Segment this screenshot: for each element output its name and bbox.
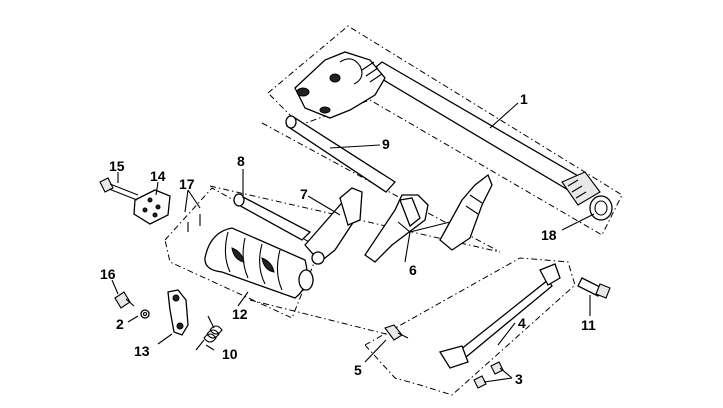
- part-1-gear-shift-shaft: [294, 51, 601, 206]
- part-9-fork-shaft: [285, 115, 396, 193]
- label-part-3: 3: [515, 371, 523, 387]
- part-17-pins: [187, 214, 201, 232]
- label-part-14: 14: [150, 168, 166, 184]
- label-part-13: 13: [134, 343, 150, 359]
- label-part-11: 11: [581, 317, 596, 333]
- leader-lines: [111, 102, 595, 383]
- label-part-8: 8: [237, 153, 245, 169]
- label-part-2: 2: [116, 316, 124, 332]
- part-6-shift-forks: [364, 173, 493, 263]
- part-4-gear-shift-pedal: [438, 263, 561, 369]
- part-18-oil-seal: [589, 195, 613, 221]
- label-part-6: 6: [409, 262, 417, 278]
- label-part-7: 7: [300, 186, 308, 202]
- label-part-12: 12: [232, 306, 248, 322]
- label-part-1: 1: [520, 91, 528, 107]
- part-16-bolt: [114, 291, 135, 309]
- stopper-axis: [249, 299, 391, 336]
- label-part-9: 9: [382, 136, 390, 152]
- part-8-short-shaft: [233, 193, 312, 241]
- part-3-small-bolts: [473, 361, 504, 389]
- label-part-5: 5: [354, 362, 362, 378]
- label-part-18: 18: [541, 227, 557, 243]
- label-part-4: 4: [518, 315, 526, 331]
- part-2-washer: [140, 309, 150, 319]
- part-11-bolt: [577, 277, 611, 299]
- part-5-bolt: [384, 324, 409, 341]
- shift-pedal-group-outline: [364, 257, 576, 396]
- part-13-stopper-arm: [167, 289, 189, 336]
- part-12-shift-drum: [204, 227, 314, 299]
- label-part-17: 17: [179, 176, 195, 192]
- label-part-16: 16: [100, 266, 116, 282]
- part-10-spring: [195, 315, 223, 351]
- label-part-15: 15: [109, 158, 125, 174]
- part-7-shift-fork: [304, 187, 363, 265]
- part-14-drum-segment: [133, 189, 171, 225]
- part-15-bolt: [99, 177, 139, 201]
- label-part-10: 10: [222, 346, 238, 362]
